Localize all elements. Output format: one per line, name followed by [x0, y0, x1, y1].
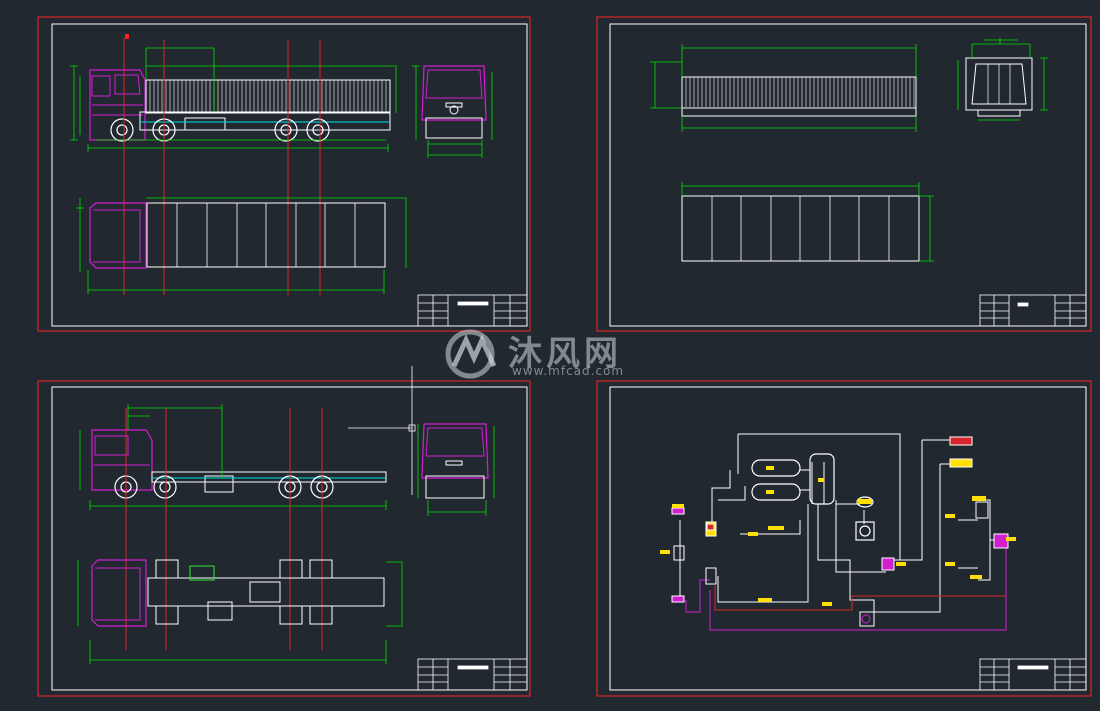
labels: [660, 436, 1016, 606]
title-block: [979, 294, 1087, 327]
cab-outline: [89, 69, 146, 141]
valves: [671, 501, 1009, 627]
sheet-bottom-right: [596, 380, 1092, 697]
truck-top-view: [76, 197, 407, 294]
cargo-side-view: [650, 44, 917, 132]
cargo-body-side: [145, 79, 391, 114]
title-block: [979, 658, 1087, 691]
sheet-bottom-left: [37, 366, 531, 697]
pipes-white: [679, 433, 1004, 620]
chassis-front-view: [417, 423, 495, 516]
centerlines: [123, 38, 321, 295]
tanks: [751, 453, 875, 541]
title-block: [417, 294, 528, 327]
title-block: [417, 658, 528, 691]
cargo-top-view: [681, 182, 934, 262]
sheet-top-left: [37, 16, 531, 332]
cargo-end-view: [957, 38, 1048, 121]
chassis-side-view: [79, 366, 416, 650]
truck-side-view: [70, 34, 397, 295]
truck-front-view: [412, 65, 493, 158]
dimensions: [70, 47, 397, 152]
pipes-magenta: [685, 548, 1007, 631]
inner-frame: [51, 23, 528, 327]
sheet-top-right: [596, 16, 1092, 332]
schematic: [660, 433, 1016, 631]
sheet-border: [37, 16, 531, 332]
marker: [125, 34, 129, 39]
chassis-top-view: [77, 559, 403, 664]
